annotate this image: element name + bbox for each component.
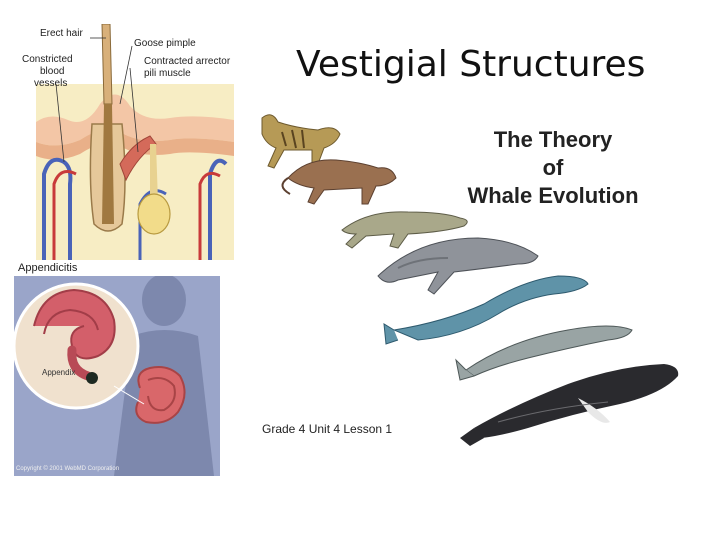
label-constricted: Constricted	[22, 54, 73, 65]
label-goose-pimple: Goose pimple	[134, 38, 196, 49]
whale-title-line1: The Theory	[493, 127, 613, 152]
pakicetus-animal	[261, 114, 341, 169]
label-contracted-arrector: Contracted arrector	[144, 56, 231, 67]
slide-title: Vestigial Structures	[296, 44, 646, 85]
skin-diagram: Erect hair Goose pimple Constricted bloo…	[20, 23, 234, 260]
appendix-image	[12, 274, 220, 476]
label-blood: blood	[40, 66, 65, 77]
lesson-caption: Grade 4 Unit 4 Lesson 1	[262, 422, 393, 436]
toothed-whale-animal	[455, 325, 633, 381]
appendix-illustration: Appendix	[12, 274, 220, 476]
appendix-label: Appendix	[42, 368, 76, 377]
ambulocetus-animal	[281, 159, 397, 205]
dorudon-animal	[377, 237, 539, 295]
whale-evolution-title: The Theory of Whale Evolution	[444, 126, 662, 210]
whale-title-line3: Whale Evolution	[467, 183, 639, 208]
whale-evolution-illustration	[248, 108, 688, 448]
rodhocetus-animal	[341, 211, 468, 249]
humpback-whale-animal	[460, 364, 679, 446]
label-erect-hair: Erect hair	[40, 28, 83, 39]
whale-title-line2: of	[542, 155, 564, 180]
skin-diagram-illustration	[36, 23, 234, 260]
basilosaurus-animal	[383, 275, 589, 345]
appendicitis-title: Appendicitis	[18, 262, 78, 274]
label-pili-muscle: pili muscle	[144, 68, 191, 79]
whale-evolution-image	[261, 114, 679, 446]
label-vessels: vessels	[34, 78, 68, 89]
copyright-text: Copyright © 2001 WebMD Corporation	[16, 466, 120, 472]
